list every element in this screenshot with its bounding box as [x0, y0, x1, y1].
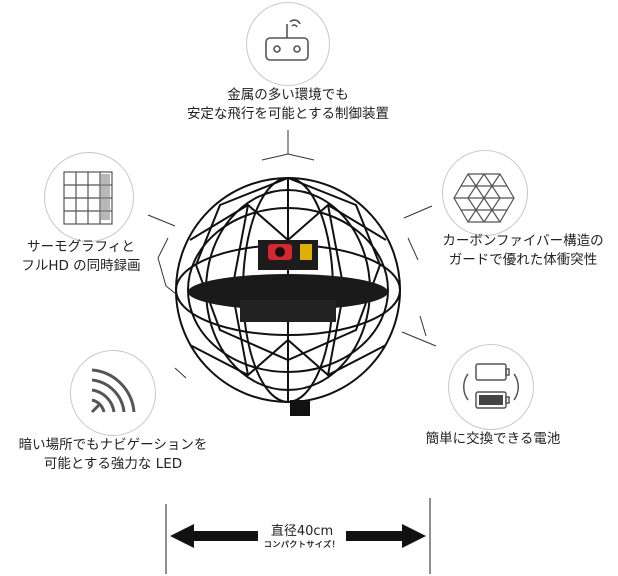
left-lower-feature-label: 暗い場所でもナビゲーションを 可能とする強力な LED	[0, 436, 226, 474]
width-compact-label: コンパクトサイズ！	[263, 540, 341, 549]
triangle-mesh-icon	[453, 173, 515, 223]
remote-controller-icon	[265, 19, 309, 61]
top-feature-icon-circle	[246, 2, 330, 86]
right-upper-feature-line1: カーボンファイバー構造の	[442, 233, 604, 249]
top-feature-line2: 安定な飛行を可能とする制御装置	[186, 106, 390, 122]
led-waves-icon	[90, 368, 136, 414]
right-lower-feature-icon-circle	[448, 344, 534, 430]
left-upper-feature-icon-circle	[44, 152, 134, 242]
top-feature-label: 金属の多い環境でも 安定な飛行を可能とする制御装置	[150, 86, 426, 124]
left-upper-feature-line2: フルHD の同時録画	[21, 258, 141, 274]
right-lower-feature-label: 簡単に交換できる電池	[398, 430, 588, 449]
left-lower-feature-line2: 可能とする強力な LED	[43, 456, 183, 472]
right-lower-feature-line1: 簡単に交換できる電池	[425, 431, 561, 447]
left-upper-feature-line1: サーモグラフィと	[27, 239, 135, 255]
left-lower-feature-icon-circle	[70, 350, 156, 436]
width-diameter-label: 直径40cm	[270, 524, 334, 539]
right-upper-feature-line2: ガードで優れた体衝突性	[448, 252, 598, 268]
left-upper-feature-label: サーモグラフィと フルHD の同時録画	[6, 238, 156, 276]
top-feature-line1: 金属の多い環境でも	[227, 87, 349, 103]
left-lower-feature-line1: 暗い場所でもナビゲーションを	[18, 437, 208, 453]
building-thermal-icon	[63, 171, 113, 225]
battery-swap-icon	[463, 363, 519, 409]
width-indicator-text: 直径40cm コンパクトサイズ！	[250, 520, 354, 550]
right-upper-feature-label: カーボンファイバー構造の ガードで優れた体衝突性	[428, 232, 618, 270]
